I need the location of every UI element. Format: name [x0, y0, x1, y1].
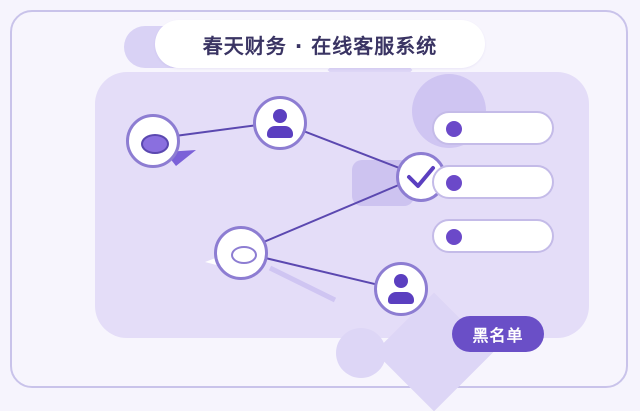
chat-bubble-outline-icon	[231, 246, 257, 264]
chat-bubble-icon	[141, 134, 169, 154]
blacklist-badge[interactable]: 黑名单	[452, 316, 544, 352]
blacklist-badge-label: 黑名单	[472, 326, 524, 345]
page-title: 春天财务 · 在线客服系统	[155, 20, 485, 68]
list-row-3[interactable]	[432, 219, 554, 253]
user-node-top[interactable]	[253, 96, 307, 150]
chat-node-top[interactable]	[126, 114, 180, 168]
chat-node-bottom[interactable]	[214, 226, 268, 280]
list-dot	[446, 121, 462, 137]
list-dot	[446, 229, 462, 245]
user-node-bottom[interactable]	[374, 262, 428, 316]
list-dot	[446, 175, 462, 191]
checkmark-icon	[407, 166, 435, 188]
user-avatar-icon	[377, 265, 425, 313]
list-row-1[interactable]	[432, 111, 554, 145]
user-avatar-icon	[256, 99, 304, 147]
page-title-text: 春天财务 · 在线客服系统	[202, 33, 438, 58]
list-row-2[interactable]	[432, 165, 554, 199]
